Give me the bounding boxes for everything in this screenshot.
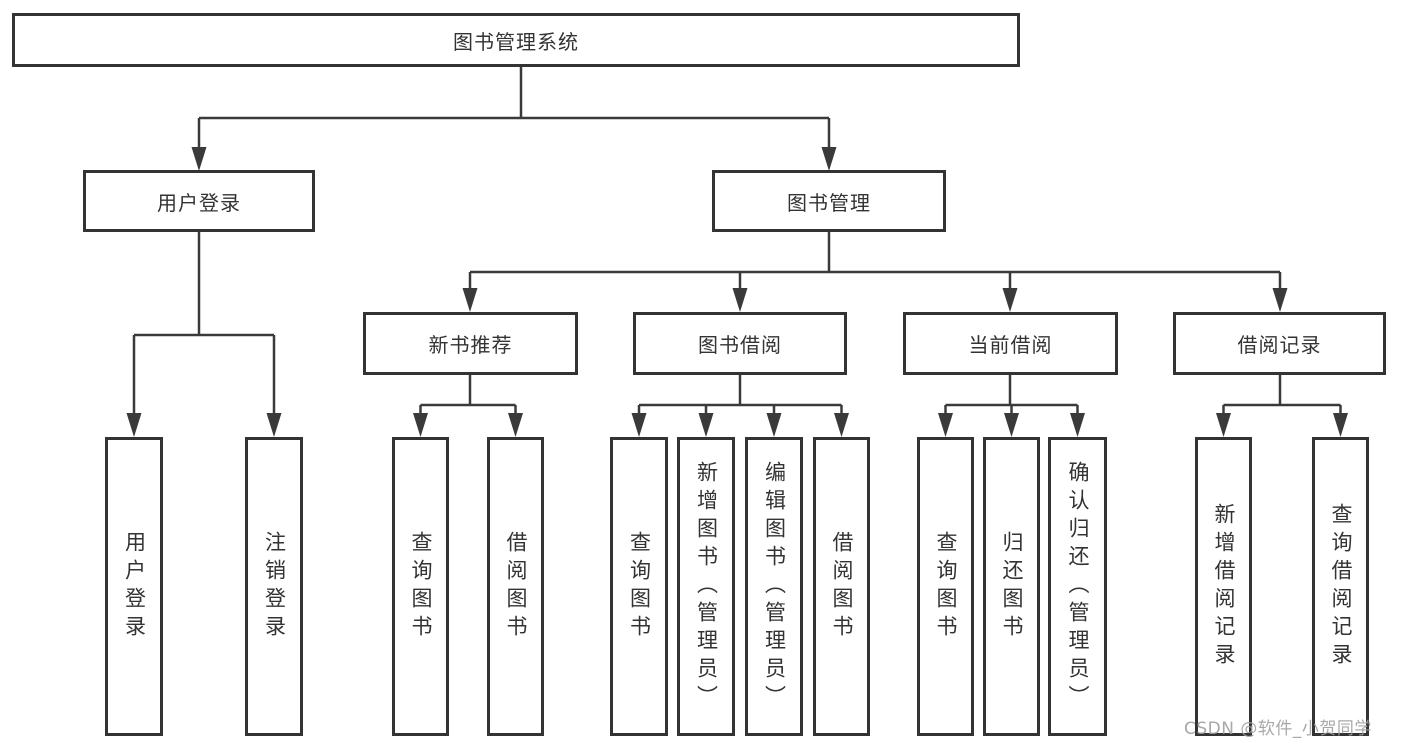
leaf-borrowing-borrow-book: 借阅图书 (813, 437, 870, 736)
arrowheads (126, 147, 1348, 437)
node-user-login: 用户登录 (83, 170, 315, 232)
leaf-user-login-label: 用户登录 (122, 530, 147, 643)
leaf-borrowing-query-book: 查询图书 (610, 437, 668, 736)
node-new-book-recommendation-label: 新书推荐 (428, 333, 513, 357)
leaf-add-borrow-record-label: 新增借阅记录 (1212, 502, 1236, 671)
arrow-down-icon (631, 413, 647, 437)
leaf-recommend-query-book-label: 查询图书 (409, 530, 433, 643)
leaf-confirm-return-admin: 确认归还（管理员） (1048, 437, 1107, 736)
leaf-edit-book-admin-label: 编辑图书（管理员） (762, 460, 787, 713)
arrow-down-icon (732, 288, 748, 312)
node-root: 图书管理系统 (12, 13, 1020, 67)
leaf-add-book-admin: 新增图书（管理员） (677, 437, 735, 736)
leaf-return-book-label: 归还图书 (1000, 530, 1024, 643)
leaf-query-borrow-record-label: 查询借阅记录 (1329, 502, 1353, 671)
leaf-logout-label: 注销登录 (262, 530, 287, 643)
arrow-down-icon (821, 147, 837, 171)
arrow-down-icon (266, 413, 282, 437)
arrow-down-icon (1272, 288, 1288, 312)
leaf-borrowing-borrow-book-label: 借阅图书 (830, 530, 854, 643)
node-book-management: 图书管理 (712, 170, 946, 232)
node-borrowing-records: 借阅记录 (1173, 312, 1386, 375)
arrow-down-icon (126, 413, 142, 437)
arrow-down-icon (413, 413, 428, 437)
leaf-recommend-borrow-book: 借阅图书 (487, 437, 544, 736)
leaf-return-book: 归还图书 (983, 437, 1040, 736)
leaf-add-book-admin-label: 新增图书（管理员） (694, 460, 719, 713)
leaf-add-borrow-record: 新增借阅记录 (1195, 437, 1252, 736)
leaf-borrowing-query-book-label: 查询图书 (627, 530, 652, 643)
arrow-down-icon (766, 413, 782, 437)
arrow-down-icon (698, 413, 714, 437)
csdn-watermark: CSDN @软件_小贺同学 (1184, 719, 1372, 739)
arrow-down-icon (462, 288, 478, 312)
leaf-confirm-return-admin-label: 确认归还（管理员） (1066, 460, 1090, 713)
leaf-recommend-borrow-book-label: 借阅图书 (504, 530, 528, 643)
leaf-edit-book-admin: 编辑图书（管理员） (745, 437, 803, 736)
arrow-down-icon (1070, 413, 1085, 437)
node-borrowing-records-label: 借阅记录 (1237, 333, 1322, 357)
arrow-down-icon (508, 413, 523, 437)
leaf-query-borrow-record: 查询借阅记录 (1312, 437, 1369, 736)
leaf-logout: 注销登录 (245, 437, 303, 736)
node-book-borrowing: 图书借阅 (633, 312, 847, 375)
leaf-recommend-query-book: 查询图书 (392, 437, 449, 736)
leaf-current-query-book: 查询图书 (917, 437, 974, 736)
arrow-down-icon (1004, 413, 1019, 437)
node-book-management-label: 图书管理 (787, 190, 871, 215)
node-new-book-recommendation: 新书推荐 (363, 312, 578, 375)
node-current-borrowing: 当前借阅 (903, 312, 1118, 375)
arrow-down-icon (1216, 413, 1231, 437)
node-root-label: 图书管理系统 (453, 29, 579, 54)
node-current-borrowing-label: 当前借阅 (968, 333, 1053, 357)
arrow-down-icon (938, 413, 953, 437)
leaf-user-login: 用户登录 (105, 437, 163, 736)
arrow-down-icon (834, 413, 849, 437)
leaf-current-query-book-label: 查询图书 (934, 530, 958, 643)
node-user-login-label: 用户登录 (157, 190, 241, 215)
arrow-down-icon (1333, 413, 1348, 437)
node-book-borrowing-label: 图书借阅 (698, 333, 782, 357)
arrow-down-icon (191, 147, 207, 171)
arrow-down-icon (1002, 288, 1018, 312)
